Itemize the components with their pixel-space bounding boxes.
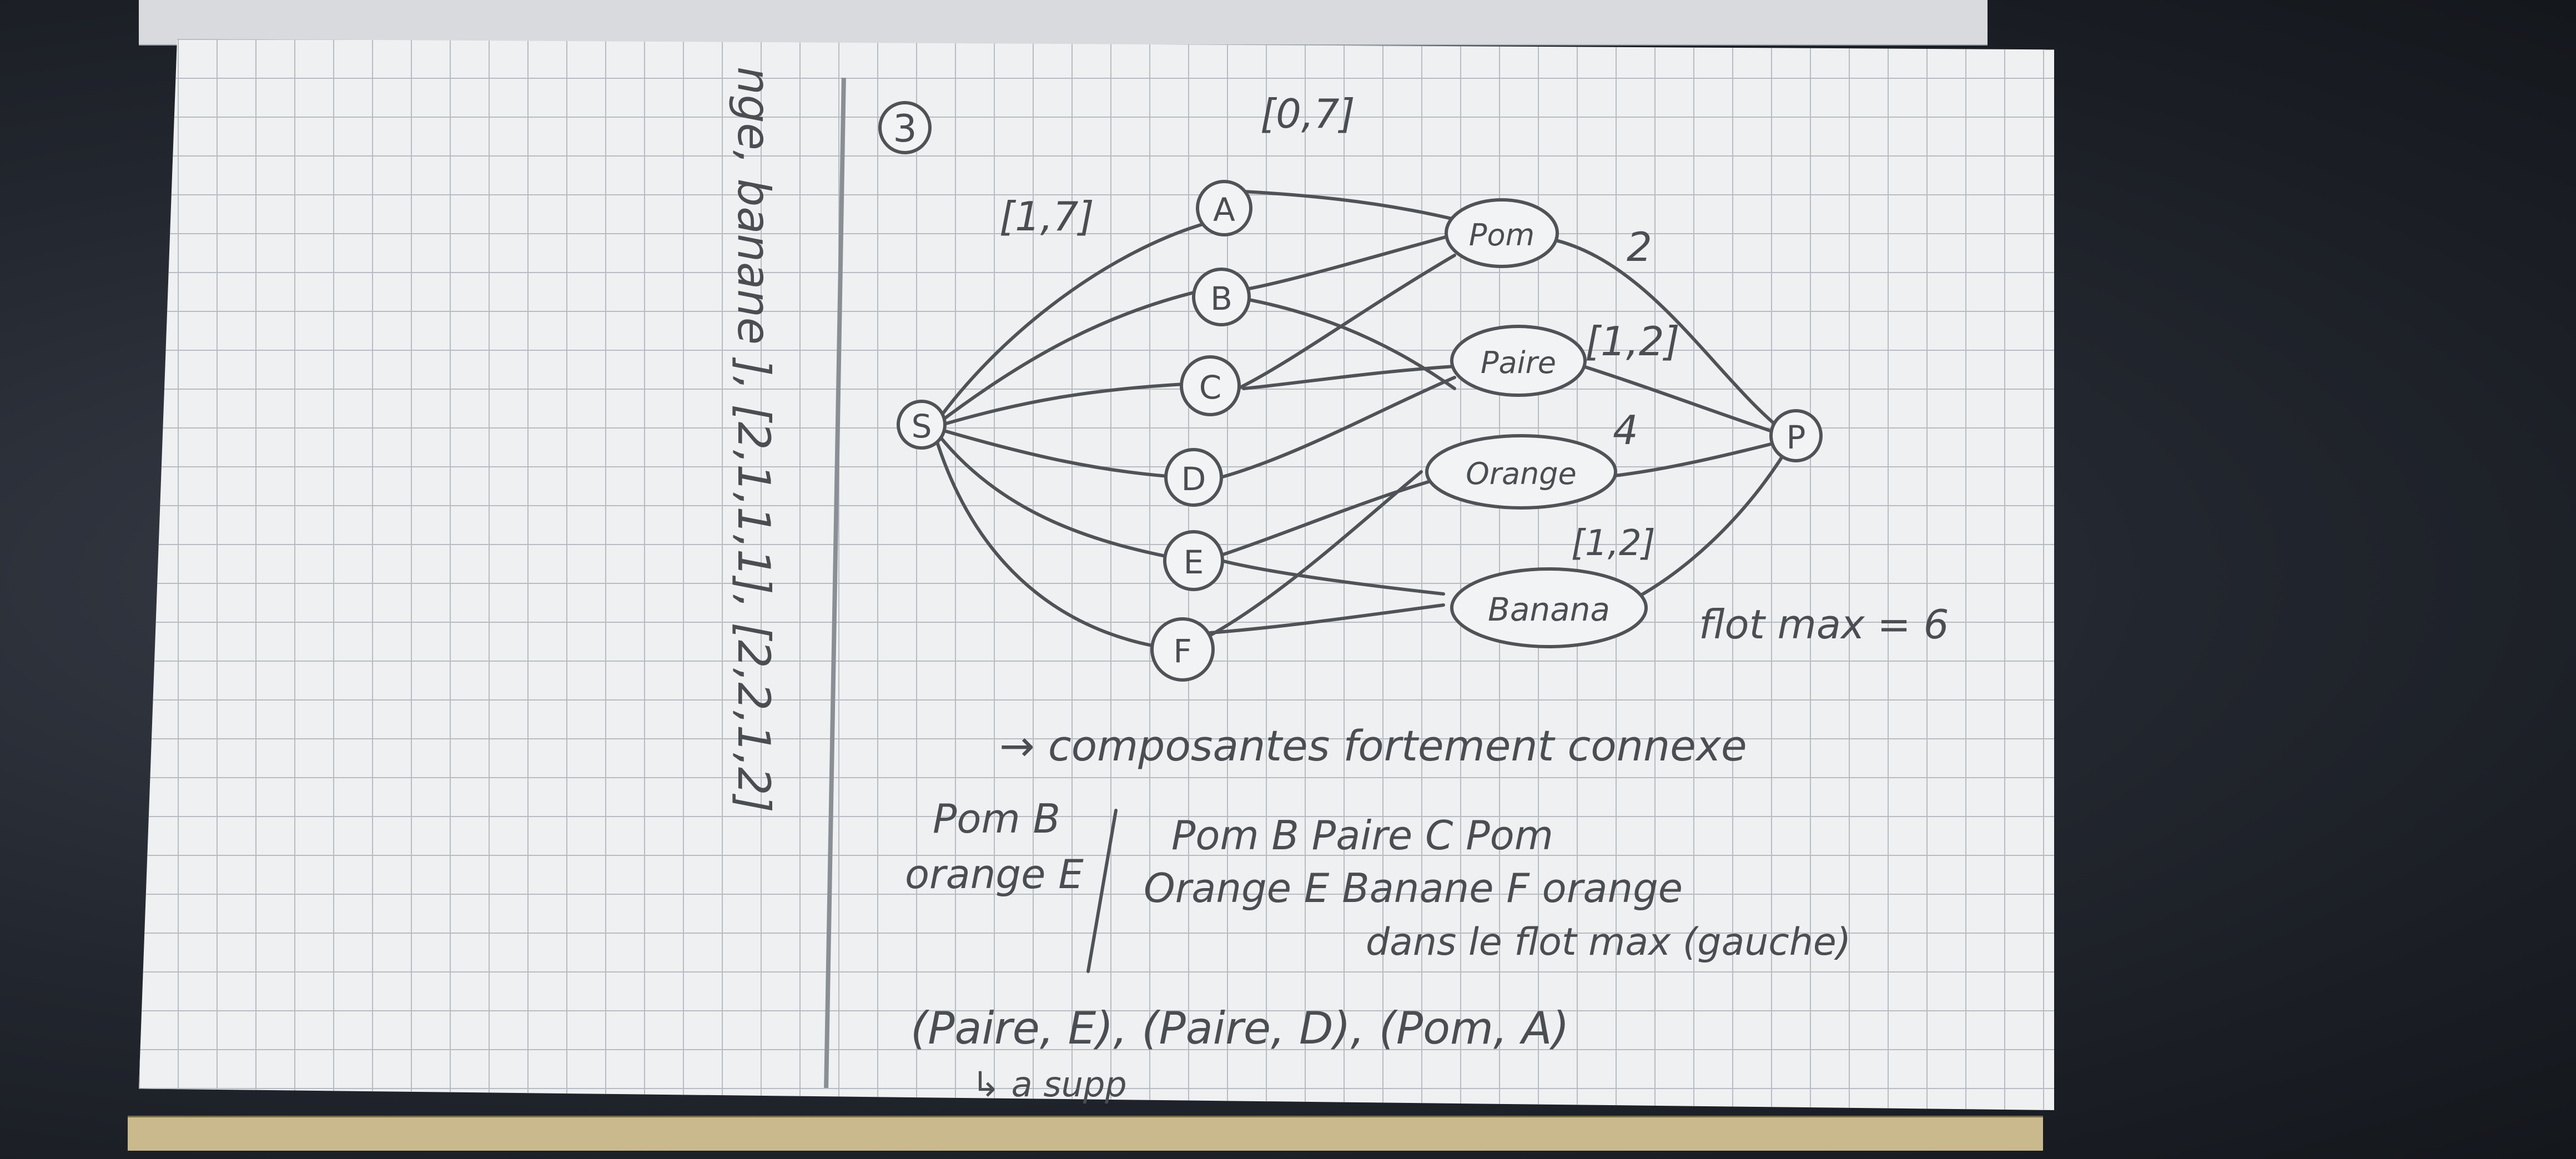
node-paire xyxy=(1450,325,1587,397)
node-pom-label: Pom xyxy=(1469,218,1534,253)
node-f-label: F xyxy=(1173,632,1191,670)
label-s-to-a: [1,7] xyxy=(999,193,1094,240)
label-p-to-orange: 4 xyxy=(1613,407,1638,453)
node-source xyxy=(897,400,947,450)
label-p-to-pom: 2 xyxy=(1627,224,1652,270)
node-banana xyxy=(1450,567,1648,648)
node-b xyxy=(1192,268,1251,326)
node-a-label: A xyxy=(1213,191,1235,229)
group-1-line-2: orange E xyxy=(905,851,1084,898)
node-d-label: D xyxy=(1181,460,1206,498)
left-margin-text: nge, banane ], [2,1,1,1], [2,2,1,2] xyxy=(728,67,779,813)
node-e-label: E xyxy=(1184,543,1204,581)
label-p-to-banana: [1,2] xyxy=(1571,523,1656,564)
node-sink xyxy=(1769,409,1823,462)
node-a xyxy=(1196,180,1252,236)
top-page-edge xyxy=(139,0,1988,46)
flot-max-label: flot max = 6 xyxy=(1699,601,1949,648)
graph-edges xyxy=(931,190,1795,651)
problem-number: 3 xyxy=(893,107,917,151)
composantes-note: → composantes fortement connexe xyxy=(999,721,1747,770)
node-c xyxy=(1180,355,1241,416)
problem-number-circle xyxy=(878,101,932,154)
pairs-note: (Paire, E), (Paire, D), (Pom, A) xyxy=(910,1002,1569,1054)
group-2-line-1: Pom B Paire C Pom xyxy=(1171,812,1553,859)
node-pom xyxy=(1445,198,1559,268)
graph-nodes: S A B C D E F Pom Paire Orange Banana P xyxy=(897,180,1823,682)
supp-note: ↳ a supp xyxy=(972,1064,1127,1105)
label-pom-to-a: [0,7] xyxy=(1260,90,1355,137)
node-source-label: S xyxy=(912,407,932,445)
node-banana-label: Banana xyxy=(1488,591,1610,628)
node-e xyxy=(1163,530,1224,591)
node-f xyxy=(1150,617,1215,682)
notebook-cover-edge xyxy=(128,1116,2043,1151)
node-orange xyxy=(1425,434,1617,510)
node-d xyxy=(1164,448,1223,507)
node-c-label: C xyxy=(1199,369,1222,406)
group-divider xyxy=(1086,809,1118,973)
label-p-to-paire: [1,2] xyxy=(1585,318,1680,365)
node-b-label: B xyxy=(1210,280,1232,318)
node-orange-label: Orange xyxy=(1466,456,1577,491)
node-paire-label: Paire xyxy=(1481,345,1556,380)
group-2-line-2: Orange E Banane F orange xyxy=(1144,865,1683,911)
group-1-line-1: Pom B xyxy=(933,795,1060,842)
dans-flot-note: dans le flot max (gauche) xyxy=(1366,920,1851,964)
node-sink-label: P xyxy=(1787,419,1806,456)
